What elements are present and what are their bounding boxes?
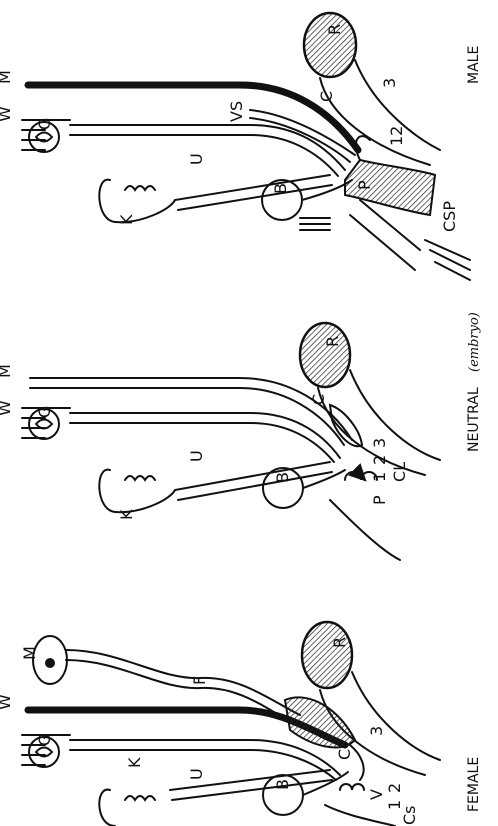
male-label-u: U bbox=[187, 153, 206, 165]
neutral-caption: NEUTRAL bbox=[466, 387, 482, 452]
phallus bbox=[350, 465, 365, 480]
male-label-3: 3 bbox=[380, 78, 399, 88]
neutral-caption-note: (embryo) bbox=[467, 312, 482, 372]
male-label-12: 12 bbox=[387, 126, 406, 146]
female-label-c: C bbox=[335, 749, 354, 760]
neutral-label-k: K bbox=[117, 509, 136, 520]
rectum-shape bbox=[300, 323, 350, 387]
female-label-b: B bbox=[273, 779, 292, 790]
neutral-label-u: U bbox=[187, 450, 206, 462]
male-label-p: P bbox=[355, 180, 374, 190]
female-label-u: U bbox=[187, 768, 206, 780]
female-label-3: 3 bbox=[367, 726, 386, 736]
neutral-label-2: 2 bbox=[370, 455, 389, 465]
male-label-g: G bbox=[35, 118, 54, 130]
female-label-g: G bbox=[35, 734, 54, 746]
fallopian-tube bbox=[66, 650, 300, 715]
neutral-label-w: W bbox=[0, 400, 14, 416]
neutral-label-b: B bbox=[273, 472, 292, 483]
neutral-label-g: G bbox=[35, 406, 54, 418]
neutral-label-c: C bbox=[309, 394, 328, 405]
neutral-label-1: 1 bbox=[370, 472, 389, 482]
male-label-w: W bbox=[0, 106, 14, 122]
neutral-label-cl: CL bbox=[390, 462, 409, 482]
female-caption: FEMALE bbox=[466, 757, 482, 812]
female-label-r: R bbox=[330, 637, 349, 648]
male-label-r: R bbox=[325, 24, 344, 35]
female-label-m: M bbox=[20, 646, 39, 660]
male-label-k: K bbox=[117, 214, 136, 225]
female-label-2: 2 bbox=[385, 783, 404, 793]
female-label-cs: Cs bbox=[400, 805, 419, 825]
male-label-m: M bbox=[0, 70, 14, 84]
female-label-w: W bbox=[0, 694, 14, 710]
neutral-label-m: M bbox=[0, 364, 14, 378]
rectum-shape bbox=[304, 13, 356, 77]
female-labels: M W G K U F B R C 3 V 1 2 Cs FEMALE bbox=[0, 637, 482, 825]
female-label-f: F bbox=[190, 676, 209, 685]
neutral-label-p: P bbox=[370, 495, 389, 505]
male-label-vs: VS bbox=[227, 101, 246, 122]
uterus bbox=[285, 697, 355, 747]
female-label-k: K bbox=[125, 757, 144, 768]
male-label-csp: CSP bbox=[440, 201, 459, 232]
male-label-b: B bbox=[271, 183, 290, 194]
male-caption: MALE bbox=[466, 46, 482, 84]
kidney bbox=[99, 790, 115, 826]
neutral-label-r: R bbox=[323, 336, 342, 347]
neutral-label-3: 3 bbox=[370, 438, 389, 448]
male-label-c: C bbox=[317, 91, 336, 102]
mullerian-duct bbox=[28, 85, 358, 150]
female-label-v: V bbox=[367, 789, 386, 800]
rectum-shape bbox=[302, 622, 352, 688]
